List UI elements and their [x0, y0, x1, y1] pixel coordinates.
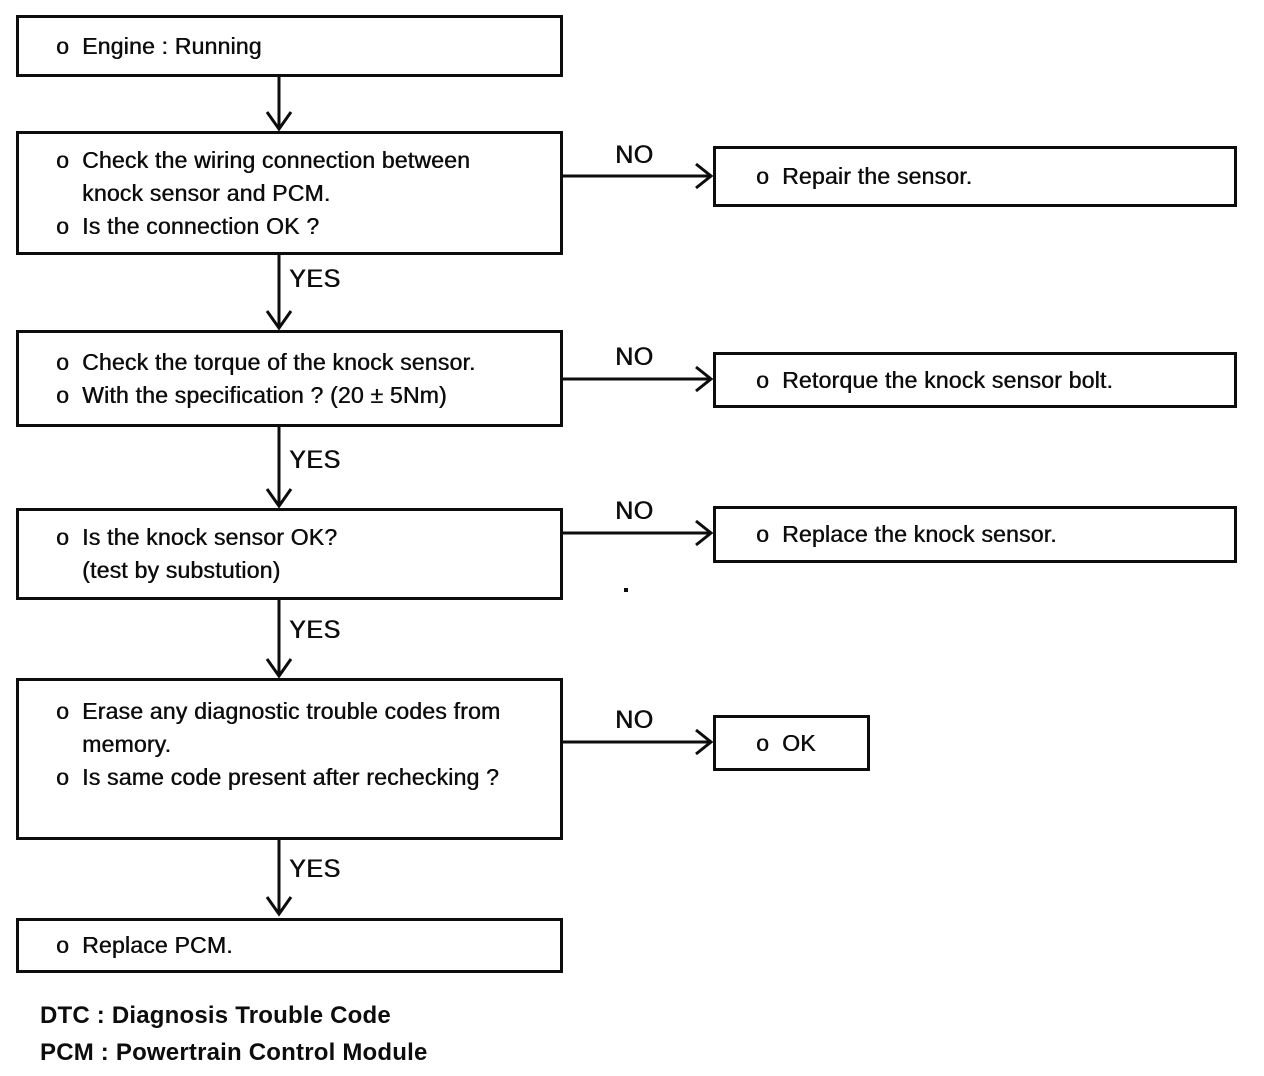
node-line: o Is same code present after rechecking …	[19, 761, 552, 794]
legend: DTC : Diagnosis Trouble Code PCM : Power…	[40, 997, 428, 1071]
node-text: Erase any diagnostic trouble codes from …	[82, 698, 501, 757]
bullet: o	[56, 213, 69, 239]
node-line: o Replace the knock sensor.	[716, 518, 1226, 551]
arrow-down-sensorok-to-erase	[265, 600, 293, 679]
node-text: With the specification ? (20 ± 5Nm)	[82, 381, 447, 408]
node-text: OK	[782, 729, 816, 756]
arrow-right-torque-to-retorque	[563, 365, 714, 393]
no-label: NO	[615, 497, 654, 525]
node-line: o Repair the sensor.	[716, 160, 1226, 193]
node-line: o OK	[716, 727, 859, 760]
node-text: Is the connection OK ?	[82, 213, 320, 239]
no-label: NO	[615, 706, 654, 734]
bullet: o	[56, 524, 69, 550]
bullet: o	[56, 147, 69, 173]
node-line: o Is the knock sensor OK? (test by subst…	[19, 521, 552, 587]
bullet: o	[756, 366, 769, 393]
legend-pcm: PCM : Powertrain Control Module	[40, 1039, 428, 1066]
node-text: Is same code present after rechecking ?	[82, 764, 499, 790]
node-text: Replace PCM.	[82, 932, 233, 958]
node-text: Is the knock sensor OK? (test by substut…	[82, 524, 338, 583]
node-line: o Check the wiring connection between kn…	[19, 144, 552, 210]
node-line: o Retorque the knock sensor bolt.	[716, 364, 1226, 397]
node-line: o Is the connection OK ?	[19, 210, 552, 243]
legend-dtc: DTC : Diagnosis Trouble Code	[40, 1002, 391, 1029]
arrow-right-erase-to-ok	[563, 728, 714, 756]
node-engine-running: o Engine : Running	[16, 15, 563, 77]
arrow-right-sensorok-to-replace	[563, 519, 714, 547]
bullet: o	[756, 163, 769, 189]
node-retorque-bolt: o Retorque the knock sensor bolt.	[713, 352, 1237, 408]
arrow-down-erase-to-replacepcm	[265, 840, 293, 917]
arrow-right-wiring-to-repair	[563, 162, 714, 190]
bullet: o	[56, 381, 69, 408]
yes-label: YES	[289, 265, 341, 293]
no-label: NO	[615, 343, 654, 371]
bullet: o	[56, 348, 69, 375]
bullet: o	[756, 729, 769, 756]
bullet: o	[56, 698, 69, 724]
node-text: Check the torque of the knock sensor.	[82, 348, 476, 375]
arrow-down-torque-to-sensorok	[265, 427, 293, 509]
node-check-torque: o Check the torque of the knock sensor. …	[16, 330, 563, 427]
node-line: o Replace PCM.	[19, 929, 552, 962]
node-replace-pcm: o Replace PCM.	[16, 918, 563, 973]
node-text: Check the wiring connection between knoc…	[82, 147, 471, 206]
node-replace-knock-sensor: o Replace the knock sensor.	[713, 506, 1237, 563]
scan-speck	[624, 588, 628, 592]
node-ok: o OK	[713, 715, 870, 771]
arrow-down-engine-to-wiring	[265, 77, 293, 132]
node-text: Repair the sensor.	[782, 163, 973, 189]
node-text: Replace the knock sensor.	[782, 521, 1057, 547]
bullet: o	[56, 764, 69, 790]
node-line: o Engine : Running	[19, 30, 552, 63]
node-line: o Erase any diagnostic trouble codes fro…	[19, 695, 552, 761]
node-erase-dtc: o Erase any diagnostic trouble codes fro…	[16, 678, 563, 840]
bullet: o	[56, 32, 69, 59]
bullet: o	[56, 932, 69, 958]
bullet: o	[756, 521, 769, 547]
node-repair-sensor: o Repair the sensor.	[713, 146, 1237, 207]
node-text: Retorque the knock sensor bolt.	[782, 366, 1113, 393]
arrow-down-wiring-to-torque	[265, 255, 293, 331]
yes-label: YES	[289, 855, 341, 883]
yes-label: YES	[289, 446, 341, 474]
no-label: NO	[615, 141, 654, 169]
node-text: Engine : Running	[82, 32, 262, 59]
node-knock-sensor-ok: o Is the knock sensor OK? (test by subst…	[16, 508, 563, 600]
yes-label: YES	[289, 616, 341, 644]
node-line: o With the specification ? (20 ± 5Nm)	[19, 379, 552, 412]
node-check-wiring: o Check the wiring connection between kn…	[16, 131, 563, 255]
node-line: o Check the torque of the knock sensor.	[19, 346, 552, 379]
